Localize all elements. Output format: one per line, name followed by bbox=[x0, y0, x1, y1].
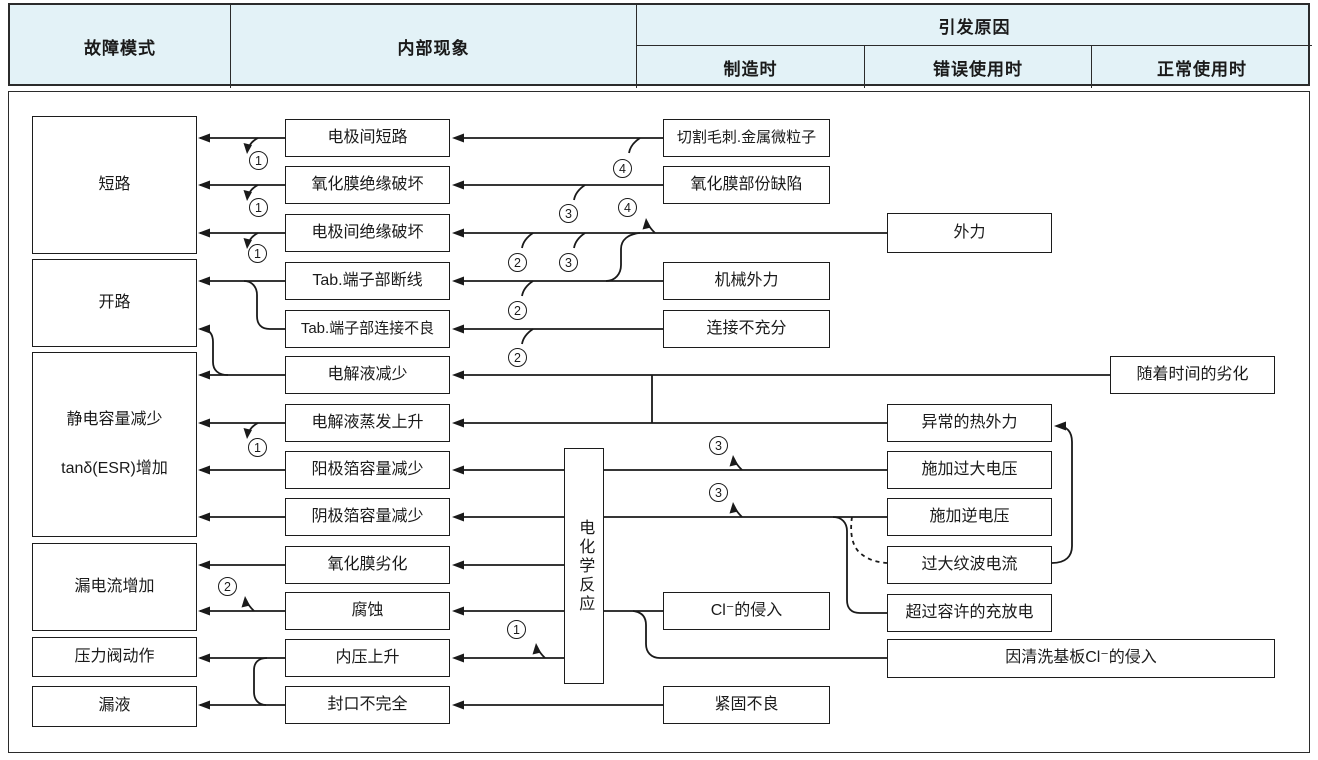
fault-label: 漏电流增加 bbox=[74, 577, 155, 595]
connector-number-1: 1 bbox=[249, 198, 268, 217]
phenomenon-box-electrode-insulation-breakdown: 电极间绝缘破坏 bbox=[285, 214, 450, 252]
cause-label: 紧固不良 bbox=[714, 695, 779, 713]
fault-label-2: tanδ(ESR)增加 bbox=[61, 459, 168, 477]
cause-box-insufficient-connection: 连接不充分 bbox=[663, 310, 830, 348]
phenomenon-label: 氧化膜绝缘破坏 bbox=[311, 175, 424, 193]
connector-number-1: 1 bbox=[248, 438, 267, 457]
phenomenon-label: 电极间短路 bbox=[327, 128, 408, 146]
electrochemical-reaction-box: 电化学反应 bbox=[564, 448, 604, 684]
phenomenon-label: 封口不完全 bbox=[327, 695, 408, 713]
header-cause: 引发原因 bbox=[637, 5, 1312, 46]
cause-label: 氧化膜部份缺陷 bbox=[690, 175, 803, 193]
header-fault-mode: 故障模式 bbox=[10, 5, 231, 88]
cause-label: 异常的热外力 bbox=[921, 413, 1018, 431]
cause-box-external-force: 外力 bbox=[887, 213, 1052, 253]
connector-number-1: 1 bbox=[507, 620, 526, 639]
phenomenon-label: 阴极箔容量减少 bbox=[311, 507, 424, 525]
cause-box-oxide-film-partial-defect: 氧化膜部份缺陷 bbox=[663, 166, 830, 204]
cause-box-deterioration-over-time: 随着时间的劣化 bbox=[1110, 356, 1275, 394]
cause-label: 施加过大电压 bbox=[921, 460, 1018, 478]
header-table: 故障模式 内部现象 引发原因 制造时 错误使用时 正常使用时 bbox=[8, 3, 1312, 88]
phenomenon-box-electrode-short: 电极间短路 bbox=[285, 119, 450, 157]
connector-number-3: 3 bbox=[559, 253, 578, 272]
phenomenon-box-anode-foil-capacity-decrease: 阳极箔容量减少 bbox=[285, 451, 450, 489]
phenomenon-box-tab-terminal-poor-connection: Tab.端子部连接不良 bbox=[285, 310, 450, 348]
cause-box-cutting-burr-metal-particles: 切割毛刺.金属微粒子 bbox=[663, 119, 830, 157]
fault-label: 短路 bbox=[98, 175, 131, 193]
phenomenon-label: 腐蚀 bbox=[351, 601, 384, 619]
fault-box-capacitance-decrease: 静电容量减少 tanδ(ESR)增加 bbox=[32, 352, 197, 537]
phenomenon-label: Tab.端子部连接不良 bbox=[300, 320, 435, 338]
fault-box-leakage-current-increase: 漏电流增加 bbox=[32, 543, 197, 631]
fault-label: 静电容量减少 bbox=[66, 411, 163, 429]
cause-label: 因清洗基板Cl⁻的侵入 bbox=[1005, 649, 1157, 667]
phenomenon-box-corrosion: 腐蚀 bbox=[285, 592, 450, 630]
phenomenon-box-electrolyte-decrease: 电解液减少 bbox=[285, 356, 450, 394]
connector-number-1: 1 bbox=[248, 244, 267, 263]
phenomenon-box-internal-pressure-rise: 内压上升 bbox=[285, 639, 450, 677]
cause-label: 超过容许的充放电 bbox=[905, 603, 1034, 621]
fault-label: 开路 bbox=[98, 293, 131, 311]
phenomenon-label: 电极间绝缘破坏 bbox=[311, 223, 424, 241]
header-cause-misuse: 错误使用时 bbox=[865, 46, 1092, 88]
cause-box-mechanical-external-force: 机械外力 bbox=[663, 262, 830, 300]
cause-box-reverse-voltage: 施加逆电压 bbox=[887, 498, 1052, 536]
header-cause-manufacturing: 制造时 bbox=[637, 46, 865, 88]
fault-label: 压力阀动作 bbox=[74, 647, 155, 665]
phenomenon-box-oxide-film-degradation: 氧化膜劣化 bbox=[285, 546, 450, 584]
cause-box-excessive-voltage: 施加过大电压 bbox=[887, 451, 1052, 489]
cause-label: Cl⁻的侵入 bbox=[710, 601, 783, 619]
connector-number-4: 4 bbox=[618, 198, 637, 217]
phenomenon-box-incomplete-sealing: 封口不完全 bbox=[285, 686, 450, 724]
connector-number-3: 3 bbox=[709, 436, 728, 455]
connector-number-3: 3 bbox=[709, 483, 728, 502]
fault-box-pressure-valve-operation: 压力阀动作 bbox=[32, 637, 197, 677]
phenomenon-label: 电解液减少 bbox=[327, 365, 408, 383]
cause-box-charge-discharge-over-allowance: 超过容许的充放电 bbox=[887, 594, 1052, 632]
fault-box-open-circuit: 开路 bbox=[32, 259, 197, 347]
phenomenon-label: 电解液蒸发上升 bbox=[311, 413, 424, 431]
cause-box-excessive-ripple-current: 过大纹波电流 bbox=[887, 546, 1052, 584]
cause-box-poor-tightening: 紧固不良 bbox=[663, 686, 830, 724]
cause-label: 机械外力 bbox=[714, 271, 779, 289]
connector-number-4: 4 bbox=[613, 159, 632, 178]
cause-label: 外力 bbox=[953, 223, 986, 241]
phenomenon-label: Tab.端子部断线 bbox=[312, 271, 423, 289]
phenomenon-box-oxide-film-insulation-breakdown: 氧化膜绝缘破坏 bbox=[285, 166, 450, 204]
cause-box-board-cleaning-cl-intrusion: 因清洗基板Cl⁻的侵入 bbox=[887, 639, 1275, 678]
connector-number-1: 1 bbox=[249, 151, 268, 170]
cause-label: 连接不充分 bbox=[706, 319, 787, 337]
connector-number-2: 2 bbox=[508, 301, 527, 320]
cause-box-cl-intrusion: Cl⁻的侵入 bbox=[663, 592, 830, 630]
phenomenon-box-cathode-foil-capacity-decrease: 阴极箔容量减少 bbox=[285, 498, 450, 536]
header-cause-normal-use: 正常使用时 bbox=[1157, 59, 1247, 79]
cause-box-abnormal-thermal-stress: 异常的热外力 bbox=[887, 404, 1052, 442]
connector-number-2: 2 bbox=[218, 577, 237, 596]
phenomenon-label: 阳极箔容量减少 bbox=[311, 460, 424, 478]
phenomenon-label: 内压上升 bbox=[335, 648, 400, 666]
fault-label: 漏液 bbox=[98, 697, 131, 715]
connector-number-2: 2 bbox=[508, 253, 527, 272]
header-internal-phenomenon: 内部现象 bbox=[231, 5, 637, 88]
cause-label: 切割毛刺.金属微粒子 bbox=[676, 129, 817, 147]
cause-label: 过大纹波电流 bbox=[921, 555, 1018, 573]
fault-box-short-circuit: 短路 bbox=[32, 116, 197, 254]
connector-number-3: 3 bbox=[559, 204, 578, 223]
fault-box-liquid-leakage: 漏液 bbox=[32, 686, 197, 727]
cause-label: 施加逆电压 bbox=[929, 507, 1010, 525]
center-box-label: 电化学反应 bbox=[576, 518, 594, 614]
cause-label: 随着时间的劣化 bbox=[1136, 365, 1249, 383]
phenomenon-box-tab-terminal-wire-break: Tab.端子部断线 bbox=[285, 262, 450, 300]
phenomenon-box-electrolyte-evaporation-rise: 电解液蒸发上升 bbox=[285, 404, 450, 442]
phenomenon-label: 氧化膜劣化 bbox=[327, 555, 408, 573]
connector-number-2: 2 bbox=[508, 348, 527, 367]
